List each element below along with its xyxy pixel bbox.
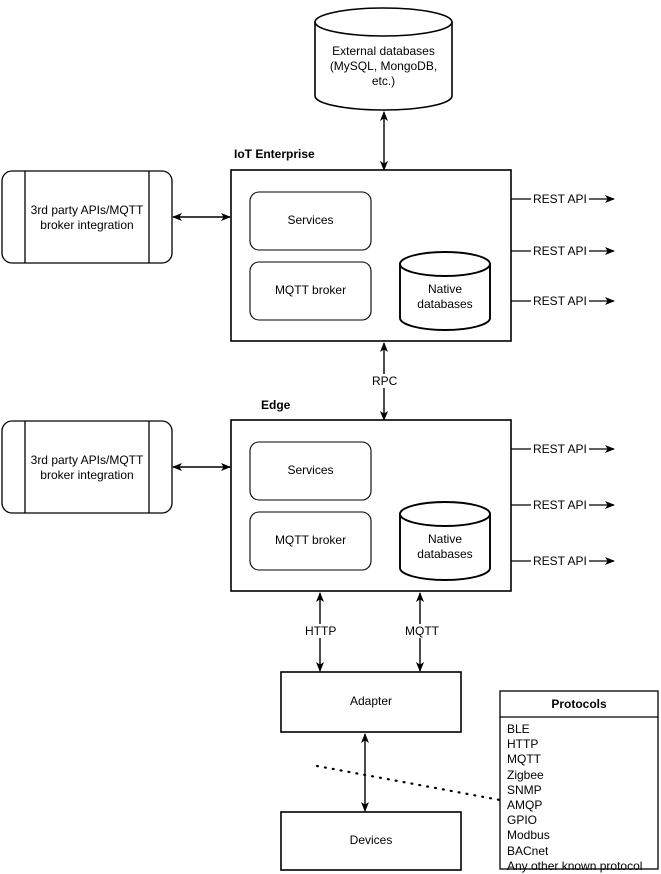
http-label: HTTP [303,624,339,638]
protocol-item: GPIO [507,813,538,828]
protocol-item: Any other known protocol [507,858,643,873]
edge-services-label: Services [287,463,334,477]
devices-label: Devices [349,833,393,847]
edge-container-shape [230,419,512,592]
iot-enterprise-title: IoT Enterprise [234,147,315,161]
enterprise-mqtt-broker-label: MQTT broker [274,283,347,297]
third-party-top-label: 3rd party APIs/MQTT broker integration [30,203,144,232]
protocol-item: Modbus [507,828,550,843]
protocols-header: Protocols [551,697,607,711]
rest-api-edge-label-1: REST API [531,442,589,456]
protocol-item: BACnet [507,843,549,858]
protocol-item: AMQP [507,798,543,813]
enterprise-services-label: Services [287,213,334,227]
edge-title: Edge [261,398,291,412]
protocol-item: HTTP [507,737,539,752]
rest-api-edge-label-2: REST API [531,498,589,512]
third-party-bottom-label: 3rd party APIs/MQTT broker integration [30,453,144,482]
iot-enterprise-container-shape [230,169,512,342]
external-databases-label: External databases (MySQL, MongoDB, etc.… [329,44,438,88]
edge-mqtt-broker-label: MQTT broker [274,533,347,547]
protocol-item: BLE [507,722,530,736]
rest-api-edge-label-3: REST API [531,554,589,568]
enterprise-native-databases-label: Native databases [417,282,473,311]
rest-api-enterprise-label-2: REST API [531,244,589,258]
protocols-list: BLE HTTP MQTT Zigbee SNMP AMQP GPIO Modb… [507,722,642,874]
connector-protocols-dotted [315,764,502,802]
edge-native-databases-label: Native databases [417,532,473,561]
protocol-item: MQTT [507,752,541,767]
rpc-label: RPC [370,374,400,388]
mqtt-label: MQTT [403,624,441,638]
protocol-item: Zigbee [507,767,544,782]
rest-api-enterprise-label-3: REST API [531,294,589,308]
adapter-label: Adapter [349,694,393,708]
rest-api-enterprise-label-1: REST API [531,192,589,206]
protocol-item: SNMP [507,782,542,797]
